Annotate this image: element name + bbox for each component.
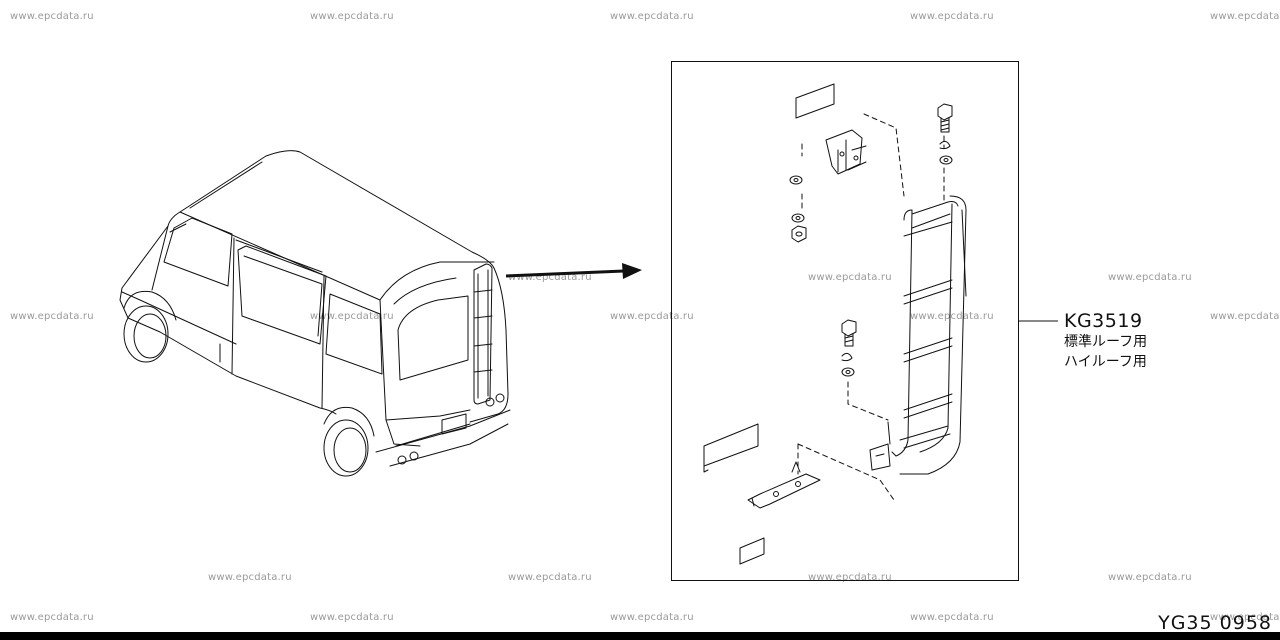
watermark: www.epcdata.ru (310, 11, 394, 22)
watermark: www.epcdata.ru (1210, 11, 1280, 22)
watermark: www.epcdata.ru (208, 572, 292, 583)
watermark: www.epcdata.ru (910, 612, 994, 623)
watermark: www.epcdata.ru (1210, 612, 1280, 623)
watermark: www.epcdata.ru (10, 11, 94, 22)
watermark: www.epcdata.ru (610, 11, 694, 22)
bottom-bar (0, 632, 1280, 640)
watermark: www.epcdata.ru (1108, 272, 1192, 283)
watermark: www.epcdata.ru (508, 572, 592, 583)
watermark: www.epcdata.ru (808, 272, 892, 283)
watermark: www.epcdata.ru (508, 272, 592, 283)
watermark: www.epcdata.ru (808, 572, 892, 583)
part-note-high-roof: ハイルーフ用 (1064, 354, 1147, 370)
watermark: www.epcdata.ru (610, 612, 694, 623)
watermark: www.epcdata.ru (910, 11, 994, 22)
part-code: KG3519 (1064, 310, 1143, 332)
watermark: www.epcdata.ru (310, 311, 394, 322)
sheet-code: YG35 0958 (1158, 612, 1272, 634)
watermark: www.epcdata.ru (910, 311, 994, 322)
watermark: www.epcdata.ru (610, 311, 694, 322)
watermark: www.epcdata.ru (10, 612, 94, 623)
part-callout: KG3519 標準ルーフ用 ハイルーフ用 (1064, 310, 1147, 372)
watermark: www.epcdata.ru (310, 612, 394, 623)
watermark: www.epcdata.ru (10, 311, 94, 322)
part-note-standard-roof: 標準ルーフ用 (1064, 334, 1148, 350)
watermark: www.epcdata.ru (1108, 572, 1192, 583)
watermark: www.epcdata.ru (1210, 311, 1280, 322)
